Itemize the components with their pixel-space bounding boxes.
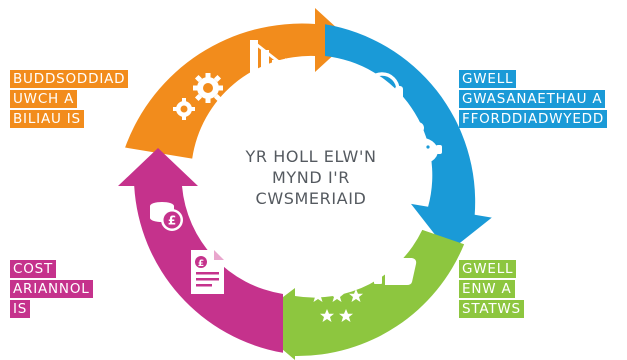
label-line: UWCH A — [10, 90, 78, 108]
label-line: GWELL — [459, 70, 517, 88]
label-line: FFORDDIADWYEDD — [459, 110, 608, 128]
svg-text:£: £ — [168, 214, 176, 228]
thumbs-up-icon — [374, 241, 417, 285]
label-line: ARIANNOL — [10, 280, 93, 298]
label-line: COST — [10, 260, 57, 278]
gears-icon — [173, 73, 223, 120]
label-service: GWELL GWASANAETHAU A FFORDDIADWYEDD — [459, 70, 608, 130]
label-investment: BUDDSODDIAD UWCH A BILIAU IS — [10, 70, 129, 130]
label-line: ENW A — [459, 280, 515, 298]
headset-icon — [361, 72, 403, 110]
center-line: MYND I'R — [272, 168, 350, 187]
label-line: GWELL — [459, 260, 517, 278]
segment-service-arrow — [325, 24, 492, 252]
invoice-icon: £ — [191, 250, 224, 294]
label-line: IS — [10, 300, 31, 318]
svg-text:£: £ — [198, 259, 204, 269]
label-line: BUDDSODDIAD — [10, 70, 129, 88]
label-reputation: GWELL ENW A STATWS — [459, 260, 524, 320]
center-statement: YR HOLL ELW'N MYND I'R CWSMERIAID — [206, 146, 416, 209]
label-line: STATWS — [459, 300, 524, 318]
label-line: BILIAU IS — [10, 110, 84, 128]
center-line: CWSMERIAID — [255, 189, 367, 208]
coin-stack-icon: £ — [150, 202, 183, 231]
center-line: YR HOLL ELW'N — [245, 147, 377, 166]
chart-down-icon — [250, 40, 286, 74]
label-cost: COST ARIANNOL IS — [10, 260, 93, 320]
stars-icon — [311, 289, 363, 322]
segment-investment-arrow — [125, 8, 350, 159]
piggy-bank-icon — [398, 122, 442, 170]
label-line: GWASANAETHAU A — [459, 90, 606, 108]
